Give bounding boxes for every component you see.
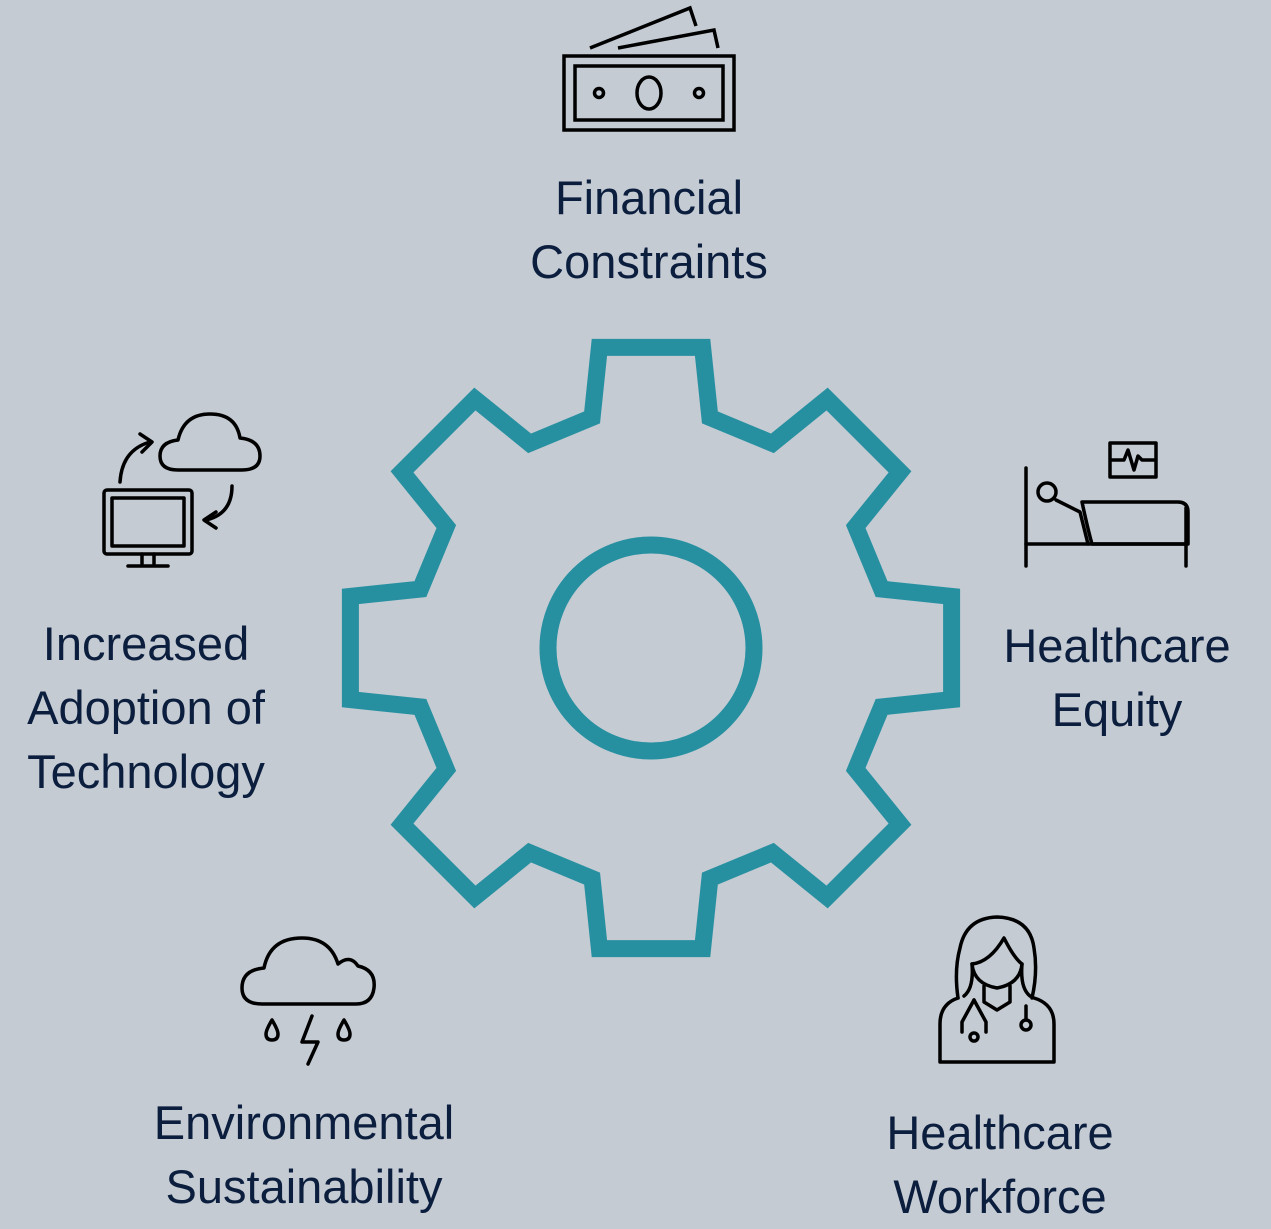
factor-label-financial-constraints: Financial Constraints (449, 166, 849, 294)
factor-label-line: Healthcare (886, 1106, 1114, 1159)
factor-label-line: Technology (27, 745, 265, 798)
factor-label-line: Healthcare (1003, 619, 1231, 672)
factor-label-line: Equity (1051, 683, 1183, 736)
gear-outline (341, 338, 961, 958)
computer-cloud-sync-icon (102, 412, 262, 568)
factor-label-line: Adoption of (27, 681, 265, 734)
gear-hub (539, 536, 763, 760)
healthcare-worker-icon (938, 915, 1056, 1064)
factor-label-increased-adoption-of-technology: Increased Adoption of Technology (0, 612, 292, 804)
factor-label-line: Constraints (530, 235, 768, 288)
hospital-bed-icon (1024, 441, 1190, 568)
factor-label-healthcare-equity: Healthcare Equity (967, 614, 1267, 742)
factor-label-line: Financial (554, 171, 744, 224)
factor-label-healthcare-workforce: Healthcare Workforce (850, 1101, 1150, 1229)
factor-label-line: Workforce (893, 1170, 1107, 1223)
factor-label-environmental-sustainability: Environmental Sustainability (104, 1091, 504, 1219)
factor-label-line: Environmental (153, 1096, 455, 1149)
factor-label-line: Increased (42, 617, 250, 670)
money-icon (562, 5, 736, 132)
factor-label-line: Sustainability (165, 1160, 443, 1213)
storm-cloud-icon (240, 936, 376, 1066)
